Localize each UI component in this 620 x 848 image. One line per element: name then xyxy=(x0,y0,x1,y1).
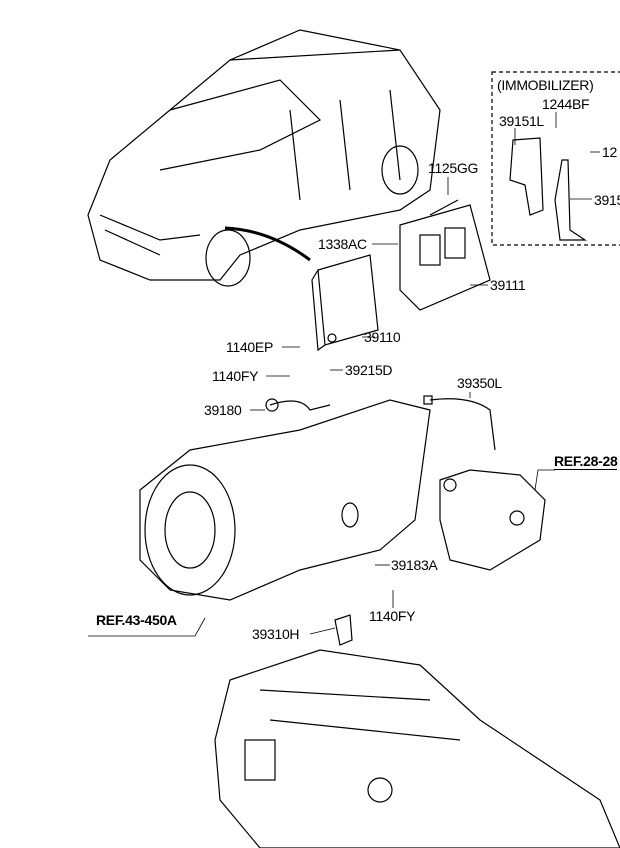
bracket-39151l xyxy=(509,137,544,216)
bracket-3915 xyxy=(554,159,587,241)
part-label-39180[interactable]: 39180 xyxy=(204,402,242,418)
part-label-39350l[interactable]: 39350L xyxy=(457,375,502,391)
part-label-39111[interactable]: 39111 xyxy=(490,277,526,293)
vehicle-illustration xyxy=(87,29,441,287)
cam-sensor-39310h xyxy=(334,614,353,646)
reference-28-28[interactable]: REF.28-28 xyxy=(554,453,618,470)
canister-illustration xyxy=(439,469,546,571)
part-label-1338ac[interactable]: 1338AC xyxy=(318,236,367,252)
part-label-39110[interactable]: 39110 xyxy=(364,329,401,345)
part-label-1140ep[interactable]: 1140EP xyxy=(226,339,273,355)
part-label-1140fy-upper[interactable]: 1140FY xyxy=(212,368,259,384)
part-label-12-cut[interactable]: 12 xyxy=(602,144,617,160)
part-label-39151l[interactable]: 39151L xyxy=(499,113,544,129)
ecu-39110 xyxy=(311,254,379,352)
immobilizer-group-box xyxy=(491,71,620,246)
immobilizer-group-label: (IMMOBILIZER) xyxy=(497,77,594,93)
oxygen-sensor-39350l xyxy=(429,398,496,451)
part-label-1244bf[interactable]: 1244BF xyxy=(542,96,590,112)
leader-lines xyxy=(88,112,600,637)
sensor-39180 xyxy=(269,400,331,411)
part-label-1140fy-lower[interactable]: 1140FY xyxy=(369,608,416,624)
part-label-1125gg[interactable]: 1125GG xyxy=(428,160,479,176)
transmission-illustration xyxy=(139,399,431,601)
part-label-39183a[interactable]: 39183A xyxy=(391,557,438,573)
engine-illustration xyxy=(214,649,620,848)
ecu-bracket-39111 xyxy=(399,199,491,311)
reference-43-450a[interactable]: REF.43-450A xyxy=(96,612,177,628)
part-label-39215d[interactable]: 39215D xyxy=(345,362,393,378)
part-label-3915-cut[interactable]: 3915 xyxy=(594,192,620,208)
part-label-39310h[interactable]: 39310H xyxy=(252,626,300,642)
